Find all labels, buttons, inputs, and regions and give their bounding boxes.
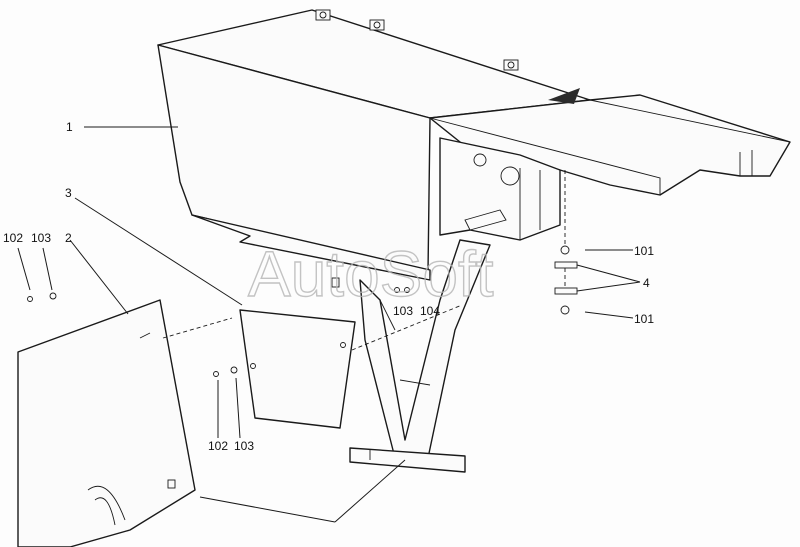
panel-2	[17, 299, 196, 547]
assembly-lines	[162, 170, 566, 351]
callout-103-left: 103	[31, 231, 51, 245]
callout-102-bottom: 102	[208, 439, 228, 453]
callouts: 1 3 2 102 103 101 4 101 103 104 102 103	[3, 120, 654, 453]
watermark: AutoSoft	[248, 238, 494, 310]
callout-2: 2	[65, 231, 72, 245]
callout-103-mid: 103	[393, 304, 413, 318]
main-housing	[157, 9, 791, 281]
callout-101-top: 101	[634, 244, 654, 258]
support-stand	[349, 239, 491, 473]
callout-103-bottom: 103	[234, 439, 254, 453]
panel-3	[239, 309, 356, 429]
callout-3: 3	[65, 186, 72, 200]
callout-102-left: 102	[3, 231, 23, 245]
callout-1: 1	[66, 120, 73, 134]
leader-lines	[17, 126, 641, 523]
callout-101-bottom: 101	[634, 312, 654, 326]
top-clips	[315, 9, 519, 71]
callout-4: 4	[643, 276, 650, 290]
callout-104: 104	[420, 304, 440, 318]
